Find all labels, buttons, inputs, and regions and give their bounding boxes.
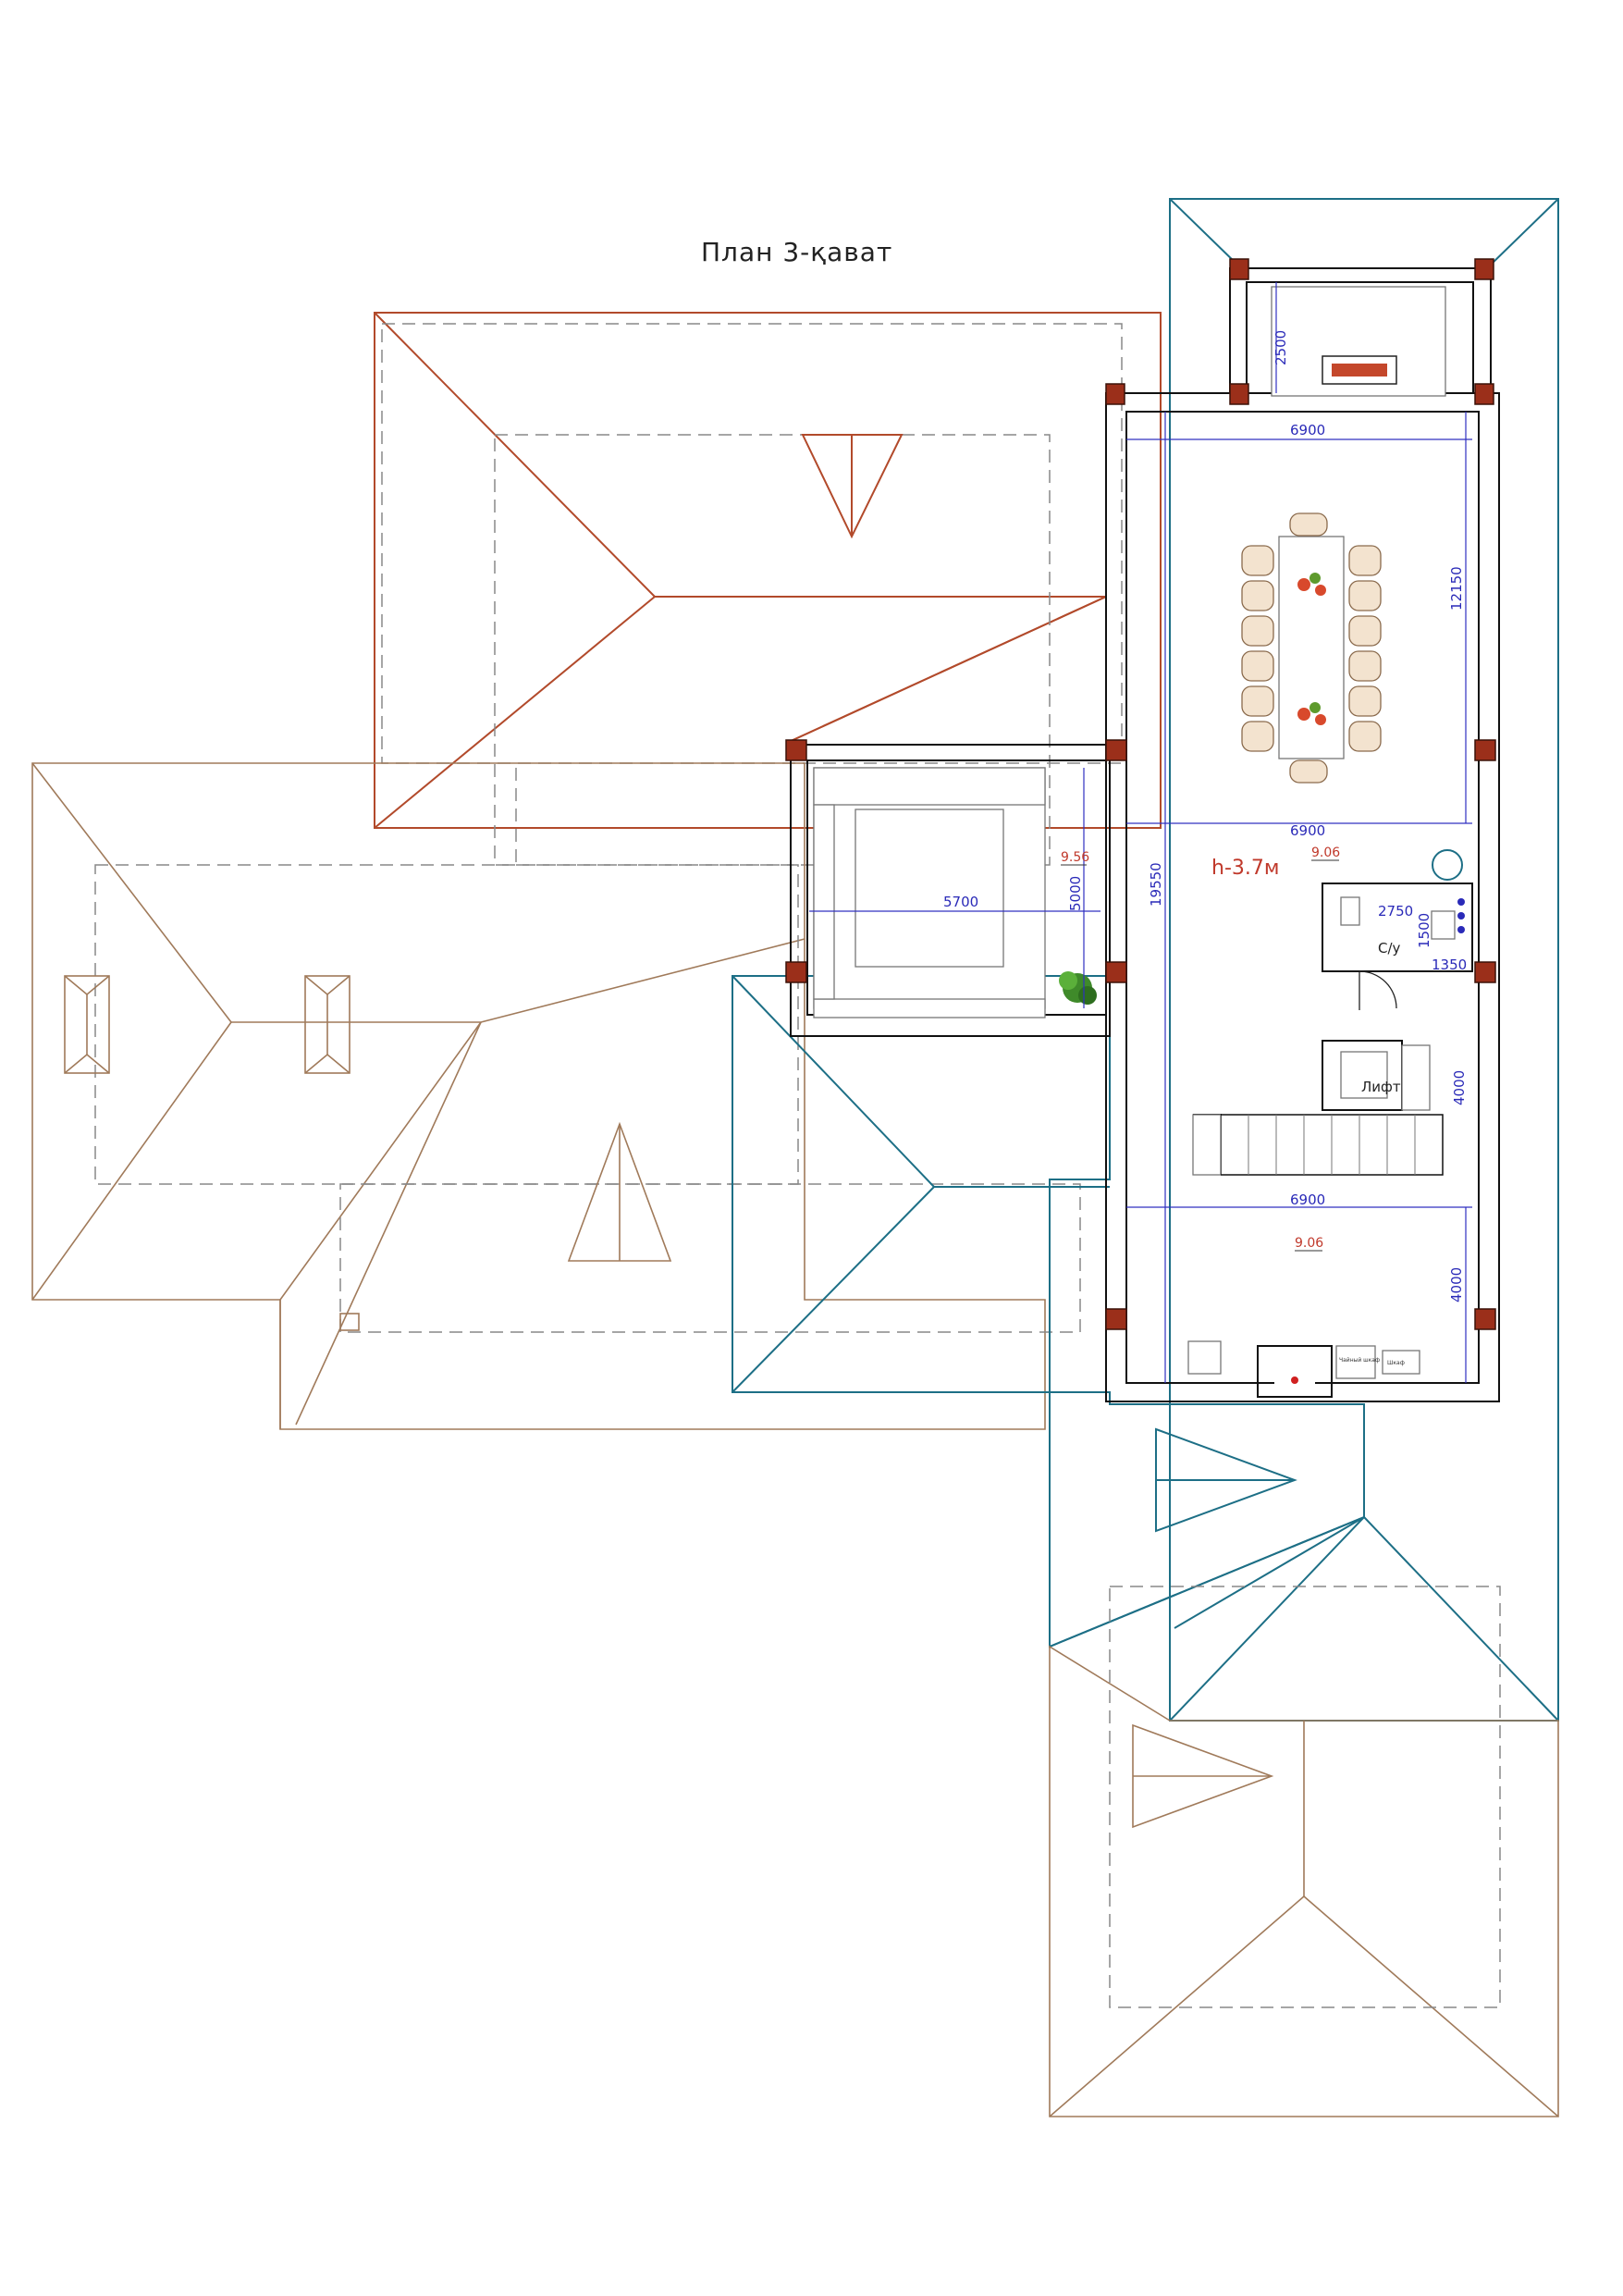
dim-upper-length: 12150 [1448,566,1465,611]
cabinet-label-1: Чайный шкаф [1339,1357,1380,1364]
room-label-lift: Лифт [1361,1079,1401,1095]
dim-wc-depth: 1500 [1416,913,1432,948]
dim-stair-width: 4000 [1451,1070,1468,1105]
dimension-lines [809,282,1472,1383]
level-lower: 9.06 [1295,1236,1323,1251]
dim-bottom-depth: 4000 [1448,1267,1465,1302]
dim-bottom-width: 6900 [1290,1191,1325,1208]
brown-roof-left [31,762,1081,1430]
building-walls [790,267,1500,1402]
dining-table [1241,512,1382,784]
room-label-wc: С/у [1378,940,1401,957]
dim-balcony-depth: 2500 [1273,330,1289,365]
cabinet-label-2: Шкаф [1387,1360,1405,1366]
dim-wc-inner: 1350 [1432,957,1467,973]
staircase [1221,1114,1444,1176]
dim-wc-width: 2750 [1378,903,1413,920]
terrace-lounge [813,767,1097,1018]
ceiling-height-label: h-3.7м [1211,857,1279,880]
red-roof [374,312,1162,866]
brown-roof-bottom [1049,1586,1559,2117]
columns [785,258,1496,1330]
dim-terrace-width: 5700 [943,894,978,910]
dim-top-width: 6900 [1290,422,1325,438]
service-core [1187,849,1473,1379]
dim-terrace-depth: 5000 [1067,876,1084,911]
level-terrace: 9.56 [1061,850,1089,865]
dim-middle-width: 6900 [1290,822,1325,839]
plan-title: План 3-қават [701,237,892,267]
dim-total-length: 19550 [1148,862,1164,907]
level-main: 9.06 [1311,846,1340,860]
